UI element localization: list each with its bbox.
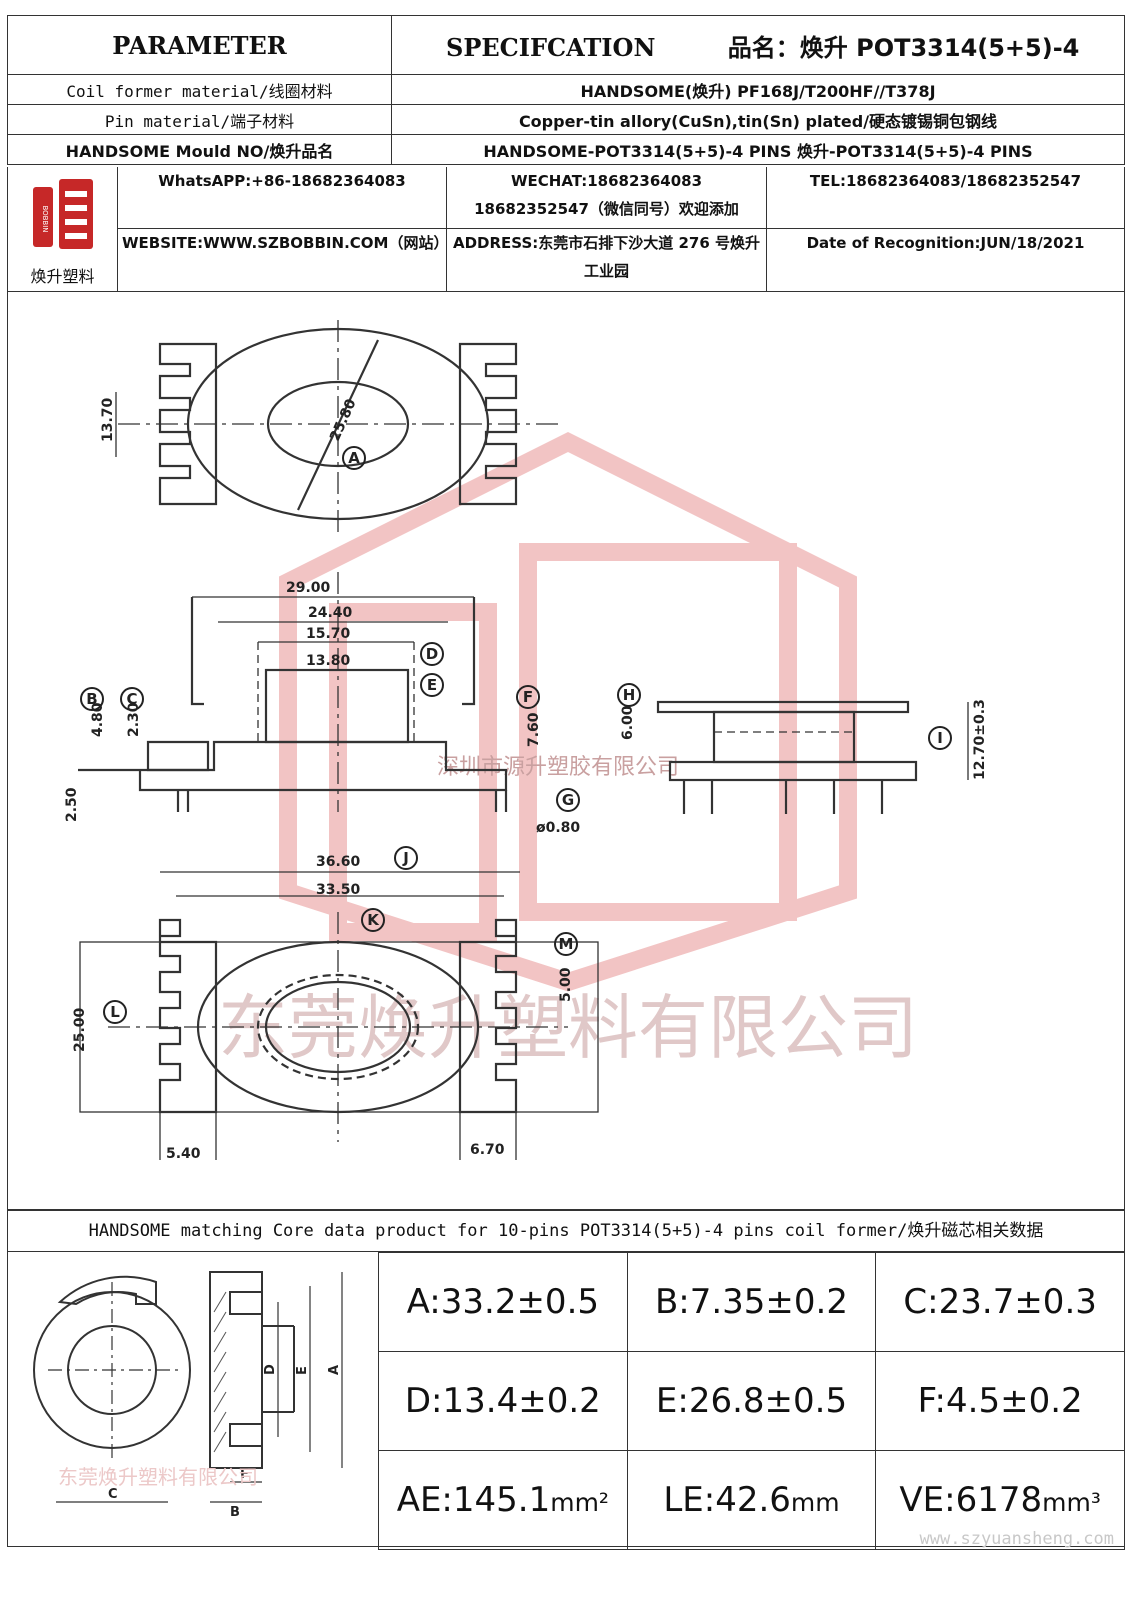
core-value-f: F:4.5±0.2 [875, 1351, 1125, 1451]
logo-text: 焕升塑料 [30, 267, 95, 286]
dim-25-80: 25.80 [327, 396, 360, 443]
dim-29-00: 29.00 [286, 580, 331, 596]
core-watermark: 东莞焕升塑料有限公司 [58, 1465, 258, 1489]
label-b: B [86, 690, 97, 708]
label-d: D [426, 645, 438, 663]
footer-url: www.szyuansheng.com [919, 1529, 1114, 1549]
core-value-a: A:33.2±0.5 [378, 1252, 628, 1352]
address: ADDRESS:东莞市石排下沙大道 276 号焕升工业园 [447, 229, 767, 291]
core-value-d: D:13.4±0.2 [378, 1351, 628, 1451]
label-e: E [427, 676, 437, 694]
dim-15-70: 15.70 [306, 626, 351, 642]
core-value-ve: VE:6178mm³ www.szyuansheng.com [875, 1450, 1125, 1550]
dim-0-80: ø0.80 [536, 820, 580, 836]
dim-12-70: 12.70±0.3 [972, 699, 988, 780]
contact-block: BOBBIN 焕升塑料 WhatsAPP:+86-18682364083 WEC… [7, 167, 1125, 292]
dim-13-80: 13.80 [306, 653, 351, 669]
dim-2-30: 2.30 [126, 702, 142, 737]
core-sketch-d: D [263, 1364, 278, 1375]
core-sketch-f: F [240, 1467, 249, 1482]
core-values-table: A:33.2±0.5 B:7.35±0.2 C:23.7±0.3 D:13.4±… [378, 1252, 1125, 1550]
spec-table: PARAMETER SPECIFCATION 品名：焕升 POT3314(5+5… [7, 15, 1125, 165]
dim-24-40: 24.40 [308, 605, 353, 621]
label-j: J [402, 849, 409, 867]
svg-text:BOBBIN: BOBBIN [41, 205, 49, 232]
coil-material-value: HANDSOME(焕升) PF168J/T200HF//T378J [391, 74, 1125, 105]
parameter-heading: PARAMETER [7, 15, 392, 75]
product-name: 品名：焕升 POT3314(5+5)-4 [727, 33, 1080, 62]
mould-no-label: HANDSOME Mould NO/焕升品名 [7, 134, 392, 165]
dim-5-40: 5.40 [166, 1146, 201, 1162]
dim-2-50: 2.50 [64, 787, 80, 822]
spec-sheet: PARAMETER SPECIFCATION 品名：焕升 POT3314(5+5… [7, 15, 1125, 1550]
company-logo: BOBBIN 焕升塑料 [8, 167, 118, 291]
label-c: C [126, 690, 137, 708]
core-value-e: E:26.8±0.5 [626, 1351, 877, 1451]
core-sketch: A E D C B F 东莞焕升塑料有限公司 [33, 1271, 343, 1520]
mould-no-value: HANDSOME-POT3314(5+5)-4 PINS 焕升-POT3314(… [391, 134, 1125, 165]
dim-33-50: 33.50 [316, 882, 361, 898]
coil-material-label: Coil former material/线圈材料 [7, 74, 392, 105]
dim-7-60: 7.60 [526, 712, 542, 747]
core-sketch-a: A [327, 1365, 342, 1375]
label-l: L [110, 1003, 120, 1021]
core-sketch-e: E [295, 1366, 310, 1375]
website: WEBSITE:WWW.SZBOBBIN.COM（网站） [118, 229, 448, 291]
dim-6-00: 6.00 [620, 705, 636, 740]
label-circles [80, 446, 952, 1024]
pin-material-label: Pin material/端子材料 [7, 104, 392, 135]
label-h: H [623, 686, 636, 704]
wechat: WECHAT:18682364083 18682352547（微信同号）欢迎添加 [447, 167, 767, 229]
specification-heading: SPECIFCATION [446, 32, 656, 62]
date-of-recognition: Date of Recognition:JUN/18/2021 [806, 234, 1085, 252]
label-i: I [937, 729, 943, 747]
watermark-logo-icon [279, 431, 857, 992]
core-value-le: LE:42.6mm [626, 1450, 877, 1550]
contact-divider [118, 228, 1124, 229]
core-value-c: C:23.7±0.3 [875, 1252, 1125, 1352]
label-f: F [523, 688, 533, 706]
core-value-ae: AE:145.1mm² [378, 1450, 628, 1550]
watermark-text-1: 深圳市源升塑胶有限公司 [437, 755, 679, 780]
logo-mark-icon: BOBBIN [32, 179, 93, 249]
specification-heading-cell: SPECIFCATION 品名：焕升 POT3314(5+5)-4 [391, 15, 1125, 75]
pin-material-value: Copper-tin allory(CuSn),tin(Sn) plated/硬… [391, 104, 1125, 135]
core-data-heading: HANDSOME matching Core data product for … [7, 1210, 1125, 1252]
tel: TEL:18682364083/18682352547 [809, 172, 1082, 190]
dim-25-00: 25.00 [72, 1007, 88, 1052]
watermark-text-2: 东莞焕升塑料有限公司 [218, 987, 918, 1069]
whatsapp: WhatsAPP:+86-18682364083 [118, 167, 447, 229]
label-a: A [348, 449, 360, 467]
core-sketch-b: B [230, 1505, 240, 1520]
core-value-b: B:7.35±0.2 [626, 1252, 877, 1352]
label-g: G [562, 791, 574, 809]
label-m: M [559, 935, 574, 953]
dim-5-00: 5.00 [558, 967, 574, 1002]
drawing-canvas: 深圳市源升塑胶有限公司 东莞焕升塑料有限公司 [64, 320, 988, 1162]
core-sketch-c: C [108, 1487, 118, 1502]
technical-drawing: 深圳市源升塑胶有限公司 东莞焕升塑料有限公司 [7, 292, 1125, 1210]
dim-6-70: 6.70 [470, 1142, 505, 1158]
dim-36-60: 36.60 [316, 854, 361, 870]
dim-13-70: 13.70 [100, 397, 116, 442]
dim-4-80: 4.80 [90, 702, 106, 737]
core-data-block: A E D C B F 东莞焕升塑料有限公司 A:33.2±0.5 B:7.35… [7, 1252, 1125, 1550]
label-k: K [367, 911, 380, 929]
